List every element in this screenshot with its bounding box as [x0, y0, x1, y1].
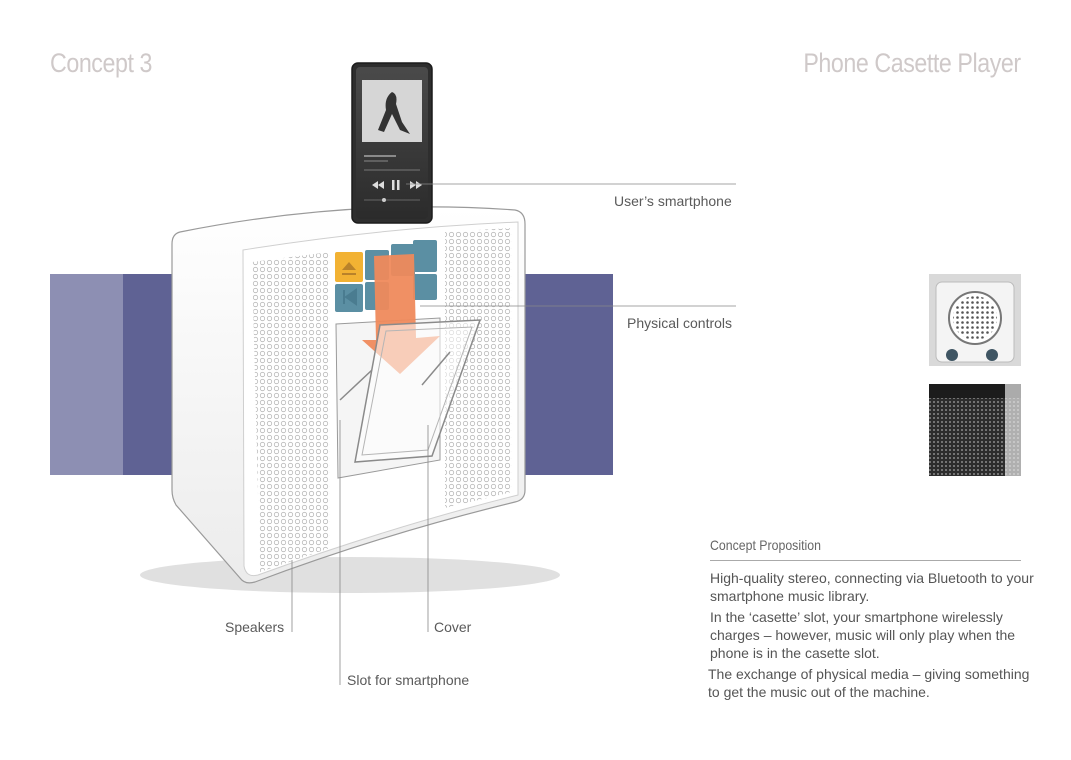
background-band-light	[50, 274, 123, 475]
right-speaker-grille	[445, 228, 512, 508]
label-speakers: Speakers	[225, 619, 285, 635]
label-slot: Slot for smartphone	[347, 672, 470, 688]
cover-hinge	[421, 351, 451, 386]
knob-left	[946, 349, 958, 361]
left-speaker-grille	[252, 252, 330, 572]
label-smartphone: User’s smartphone	[614, 193, 732, 209]
album-figure	[378, 92, 410, 134]
proposition-heading: Concept Proposition	[710, 537, 821, 553]
label-physical-controls: Physical controls	[627, 315, 733, 331]
volume-knob	[382, 198, 386, 202]
proposition-paragraph-3: The exchange of physical media – giving …	[708, 666, 1030, 700]
pause-icon	[392, 180, 395, 190]
label-cover: Cover	[434, 619, 472, 635]
reference-photo-mesh-speaker	[929, 384, 1021, 476]
concept-title: Concept 3	[50, 48, 152, 78]
proposition-divider	[710, 560, 1021, 561]
pause-icon	[397, 180, 400, 190]
rewind-icon	[372, 181, 384, 189]
skip-back-icon	[343, 288, 357, 306]
product-title: Phone Casette Player	[803, 48, 1022, 78]
knob-right	[986, 349, 998, 361]
control-button	[413, 240, 437, 272]
control-button	[413, 274, 437, 300]
reference-photo-radio	[929, 274, 1021, 366]
slot-cover	[354, 319, 482, 463]
smartphone	[351, 62, 433, 224]
eject-icon	[342, 262, 356, 275]
proposition-paragraph-1: High-quality stereo, connecting via Blue…	[710, 570, 1034, 604]
fast-forward-icon	[410, 181, 422, 189]
proposition-paragraph-2: In the ‘casette’ slot, your smartphone w…	[710, 609, 1016, 661]
cover-hinge	[339, 369, 373, 401]
box-shadow	[140, 557, 560, 593]
